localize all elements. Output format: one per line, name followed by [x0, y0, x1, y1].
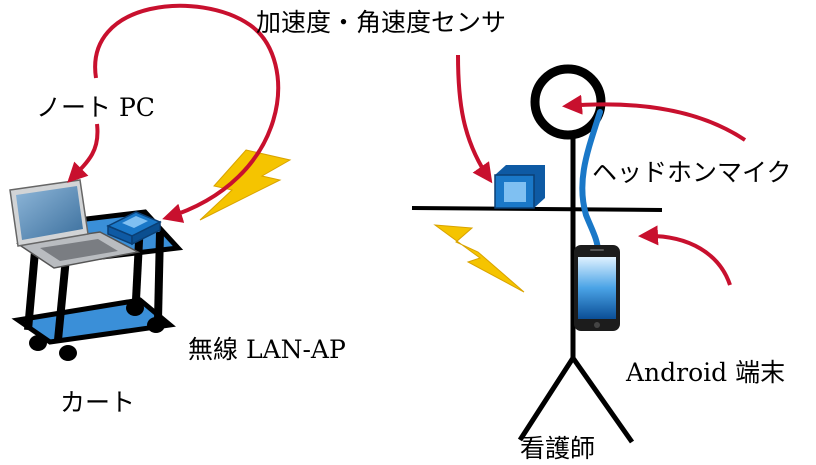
arrow-headphone-label-to-head: [562, 94, 747, 142]
label-nurse: 看護師: [520, 434, 596, 463]
arrow-sensor-label-to-sensor: [456, 54, 493, 184]
nurse-stick-figure: [411, 64, 663, 444]
label-laptop: ノート PC: [36, 93, 155, 122]
wireless-ap-device: [106, 211, 162, 246]
label-cart: カート: [60, 388, 136, 417]
laptop-illustration: [9, 179, 141, 269]
arrow-label-to-laptop: [67, 123, 100, 183]
label-wireless-ap: 無線 LAN-AP: [188, 335, 346, 364]
wireless-signal-bolt-2: [433, 224, 525, 293]
label-android: Android 端末: [626, 358, 786, 387]
acceleration-sensor-device: [494, 165, 545, 209]
headphone-mic-cable: [579, 109, 603, 255]
label-headphone-mic: ヘッドホンマイク: [592, 158, 792, 187]
arrow-sensor-to-ap: [93, 3, 280, 223]
arrow-android-label-to-phone: [638, 225, 732, 286]
android-phone-device: [574, 245, 620, 331]
label-sensor: 加速度・角速度センサ: [256, 8, 507, 37]
wireless-signal-bolt: [199, 149, 292, 221]
